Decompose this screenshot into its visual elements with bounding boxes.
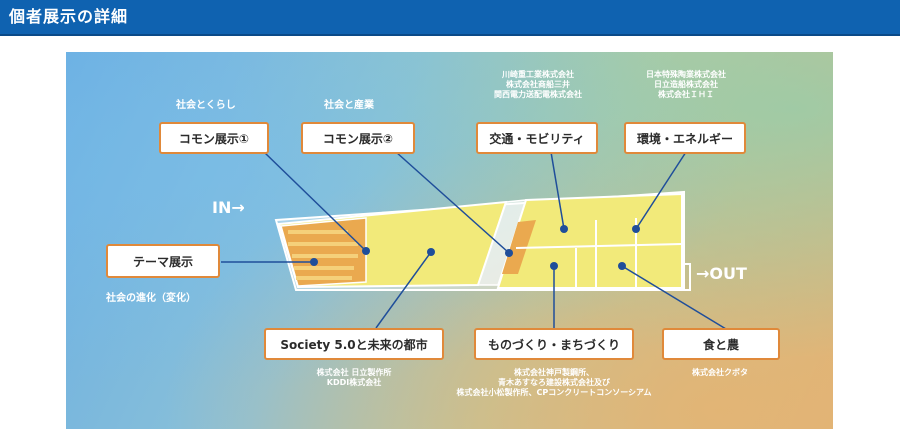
theme-caption: 社会の進化（変化） xyxy=(106,293,196,304)
exhibitor-name: 日本特殊陶業株式会社 xyxy=(646,70,726,79)
exhibitor-name: 青木あすなろ建設株式会社及び xyxy=(498,378,610,387)
environment-label: 環境・エネルギー xyxy=(636,131,733,146)
page-title: 個者展示の詳細 xyxy=(9,7,129,26)
society-label: Society 5.0と未来の都市 xyxy=(280,337,428,352)
entrance-label: IN→ xyxy=(212,198,245,217)
page-header: 個者展示の詳細 xyxy=(0,0,900,36)
exhibitor-name: 株式会社ＩＨＩ xyxy=(658,90,714,99)
location-dots xyxy=(310,225,640,270)
exhibitor-name: 株式会社クボタ xyxy=(692,368,748,377)
mobility-box[interactable]: 交通・モビリティ xyxy=(476,122,598,154)
mobility-label: 交通・モビリティ xyxy=(489,131,585,146)
exhibit-map: IN→ →OUT 社会とくらし コモン展示① 社会と産業 コモン展示② 川崎重工… xyxy=(66,52,833,429)
common1-label: コモン展示① xyxy=(178,131,250,146)
theme-box[interactable]: テーマ展示 xyxy=(106,244,220,278)
common1-category: 社会とくらし xyxy=(176,100,236,111)
monozukuri-box[interactable]: ものづくり・まちづくり xyxy=(474,328,634,360)
exhibitor-name: 株式会社 日立製作所 xyxy=(316,368,392,377)
connector-lines xyxy=(221,151,727,330)
environment-exhibitors: 日本特殊陶業株式会社 日立造船株式会社 株式会社ＩＨＩ xyxy=(626,70,746,100)
food-exhibitors: 株式会社クボタ xyxy=(670,368,770,378)
theme-path xyxy=(288,230,358,280)
exhibitor-name: 関西電力送配電株式会社 xyxy=(494,90,582,99)
environment-box[interactable]: 環境・エネルギー xyxy=(624,122,746,154)
exhibitor-name: 川崎重工業株式会社 xyxy=(502,70,574,79)
monozukuri-label: ものづくり・まちづくり xyxy=(487,337,620,352)
common2-box[interactable]: コモン展示② xyxy=(301,122,415,154)
mobility-exhibitors: 川崎重工業株式会社 株式会社商船三井 関西電力送配電株式会社 xyxy=(478,70,598,100)
exhibitor-name: 株式会社神戸製鋼所、 xyxy=(514,368,594,377)
exit-label: →OUT xyxy=(696,264,747,283)
divider-h xyxy=(515,243,683,249)
food-label: 食と農 xyxy=(702,337,739,352)
exhibitor-name: 株式会社小松製作所、CPコンクリートコンソーシアム xyxy=(456,388,652,397)
common1-box[interactable]: コモン展示① xyxy=(159,122,269,154)
common2-label: コモン展示② xyxy=(322,131,394,146)
theme-label: テーマ展示 xyxy=(132,254,193,269)
floor-plan xyxy=(221,151,727,330)
out-bracket xyxy=(682,263,691,291)
exhibitor-name: 日立造船株式会社 xyxy=(654,80,718,89)
society-exhibitors: 株式会社 日立製作所 KDDI株式会社 xyxy=(294,368,414,388)
common2-category: 社会と産業 xyxy=(324,100,374,111)
exhibitor-name: KDDI株式会社 xyxy=(326,378,382,387)
society-box[interactable]: Society 5.0と未来の都市 xyxy=(264,328,444,360)
exhibitor-name: 株式会社商船三井 xyxy=(506,80,570,89)
food-box[interactable]: 食と農 xyxy=(662,328,780,360)
monozukuri-exhibitors: 株式会社神戸製鋼所、 青木あすなろ建設株式会社及び 株式会社小松製作所、CPコン… xyxy=(434,368,674,398)
